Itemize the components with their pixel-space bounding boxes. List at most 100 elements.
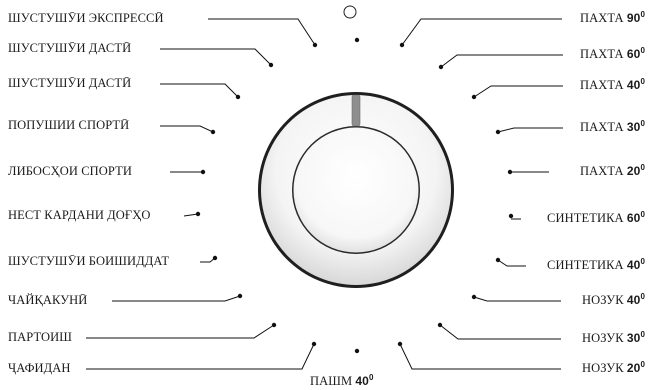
connector-line-bedding xyxy=(112,295,241,302)
program-label-spin: ҶАФИДАН xyxy=(8,361,71,375)
program-label-quick-wash: ШУСТУШӮИ ЭКСПРЕССӢ xyxy=(8,11,164,25)
program-name: ПАХТА xyxy=(580,164,627,178)
connector-line-sport-shoes xyxy=(160,125,214,133)
temperature-value: 60 xyxy=(626,47,641,61)
program-name: НОЗУК xyxy=(581,361,627,375)
connector-line-quick-wash xyxy=(208,18,316,46)
connector-line-stain-removal xyxy=(183,213,199,217)
degree-mark: 0 xyxy=(368,373,374,382)
program-dot-stain-removal[interactable] xyxy=(195,211,201,217)
program-dot-off[interactable] xyxy=(354,37,360,43)
program-name: НОЗУК xyxy=(581,331,627,345)
program-dot-cotton-40[interactable] xyxy=(471,94,477,100)
program-temperature: 400 xyxy=(626,78,645,93)
program-label-cotton-20: ПАХТА 200 xyxy=(580,163,645,179)
program-dot-sport-shoes[interactable] xyxy=(210,129,216,135)
program-label-cotton-40: ПАХТА 400 xyxy=(580,78,645,93)
program-dot-delicate-40[interactable] xyxy=(471,294,477,300)
temperature-value: 40 xyxy=(355,374,369,388)
program-dot-bedding[interactable] xyxy=(237,293,243,299)
program-dot-intensive-wash[interactable] xyxy=(212,255,218,261)
program-name: СИНТЕТИКА xyxy=(547,258,627,272)
connector-line-rinse xyxy=(86,324,275,339)
program-dot-sportswear[interactable] xyxy=(200,169,206,175)
program-label-wool-40: ПАШМ 400 xyxy=(310,373,374,389)
program-dot-synthetic-40[interactable] xyxy=(495,257,501,263)
degree-mark: 0 xyxy=(640,210,645,219)
program-dot-delicate-30[interactable] xyxy=(437,322,443,328)
program-name: ПАХТА xyxy=(580,47,627,61)
knob-pointer-marker xyxy=(351,94,361,127)
connector-line-spin xyxy=(86,343,315,370)
program-label-sportswear: ЛИБОСҲОИ СПОРТИ xyxy=(8,164,132,178)
program-label-hand-wash-1: ШУСТУШӮИ ДАСТӢ xyxy=(8,41,132,55)
program-dot-cotton-20[interactable] xyxy=(507,169,513,175)
temperature-value: 40 xyxy=(626,293,641,307)
program-name: СИНТЕТИКА xyxy=(547,211,627,225)
temperature-value: 60 xyxy=(626,211,641,225)
program-temperature: 400 xyxy=(626,257,645,273)
connector-line-cotton-40 xyxy=(473,85,563,98)
program-dot-quick-wash[interactable] xyxy=(312,42,318,48)
knob-inner-face xyxy=(293,127,419,253)
program-dot-cotton-30[interactable] xyxy=(495,129,501,135)
connector-line-hand-wash-1 xyxy=(160,48,272,66)
program-label-bedding: ЧАЙҚАКУНӢ xyxy=(8,293,88,307)
program-temperature: 200 xyxy=(626,163,645,179)
program-name: ПАХТА xyxy=(580,78,627,92)
temperature-value: 30 xyxy=(626,120,641,134)
program-label-hand-wash-2: ШУСТУШӮИ ДАСТӢ xyxy=(8,76,132,90)
program-label-rinse: ПАРТОИШ xyxy=(8,330,72,344)
connector-line-delicate-30 xyxy=(439,324,561,340)
program-temperature: 900 xyxy=(626,10,645,26)
degree-mark: 0 xyxy=(640,292,645,301)
connector-line-cotton-90 xyxy=(401,18,562,46)
program-label-synthetic-40: СИНТЕТИКА 400 xyxy=(547,257,645,273)
degree-mark: 0 xyxy=(640,360,645,369)
program-dot-hand-wash-2[interactable] xyxy=(235,94,241,100)
program-label-intensive-wash: ШУСТУШӮИ БОИШИДДАТ xyxy=(8,254,170,268)
off-indicator-icon xyxy=(343,5,357,19)
program-label-stain-removal: НЕСТ КАРДАНИ ДОҒҲО xyxy=(8,208,151,222)
program-temperature: 300 xyxy=(626,119,645,135)
program-label-delicate-20: НОЗУК 200 xyxy=(581,360,645,376)
program-label-synthetic-60: СИНТЕТИКА 600 xyxy=(547,210,645,226)
program-temperature: 400 xyxy=(626,292,645,308)
connector-line-intensive-wash xyxy=(200,257,216,263)
program-dot-wool-40[interactable] xyxy=(354,348,360,354)
program-name: НОЗУК xyxy=(581,293,627,307)
program-name: ПАХТА xyxy=(580,11,627,25)
degree-mark: 0 xyxy=(640,330,645,339)
temperature-value: 40 xyxy=(626,78,641,92)
degree-mark: 0 xyxy=(640,119,645,128)
program-temperature: 400 xyxy=(355,373,374,389)
degree-mark: 0 xyxy=(640,10,645,19)
program-dot-hand-wash-1[interactable] xyxy=(268,62,274,68)
temperature-value: 20 xyxy=(626,164,641,178)
connector-line-synthetic-40 xyxy=(497,259,526,267)
program-dot-cotton-60[interactable] xyxy=(438,64,444,70)
program-name: ПАХТА xyxy=(580,120,627,134)
program-dot-cotton-90[interactable] xyxy=(399,42,405,48)
program-temperature: 600 xyxy=(626,210,645,226)
connector-line-cotton-30 xyxy=(497,127,563,133)
program-dot-synthetic-60[interactable] xyxy=(508,213,514,219)
temperature-value: 40 xyxy=(626,258,641,272)
program-label-delicate-40: НОЗУК 400 xyxy=(581,292,645,308)
program-label-cotton-30: ПАХТА 300 xyxy=(580,119,645,135)
program-label-cotton-90: ПАХТА 900 xyxy=(580,10,645,26)
program-dot-spin[interactable] xyxy=(311,341,317,347)
program-dot-rinse[interactable] xyxy=(271,322,277,328)
degree-mark: 0 xyxy=(640,257,645,266)
program-temperature: 600 xyxy=(626,46,645,62)
connector-line-hand-wash-2 xyxy=(160,83,239,98)
program-dot-delicate-20[interactable] xyxy=(397,341,403,347)
program-selector-knob[interactable] xyxy=(256,90,456,290)
degree-mark: 0 xyxy=(640,163,645,172)
temperature-value: 90 xyxy=(626,11,641,25)
degree-mark: 0 xyxy=(640,46,645,55)
temperature-value: 30 xyxy=(626,331,641,345)
connector-line-cotton-60 xyxy=(440,54,563,68)
